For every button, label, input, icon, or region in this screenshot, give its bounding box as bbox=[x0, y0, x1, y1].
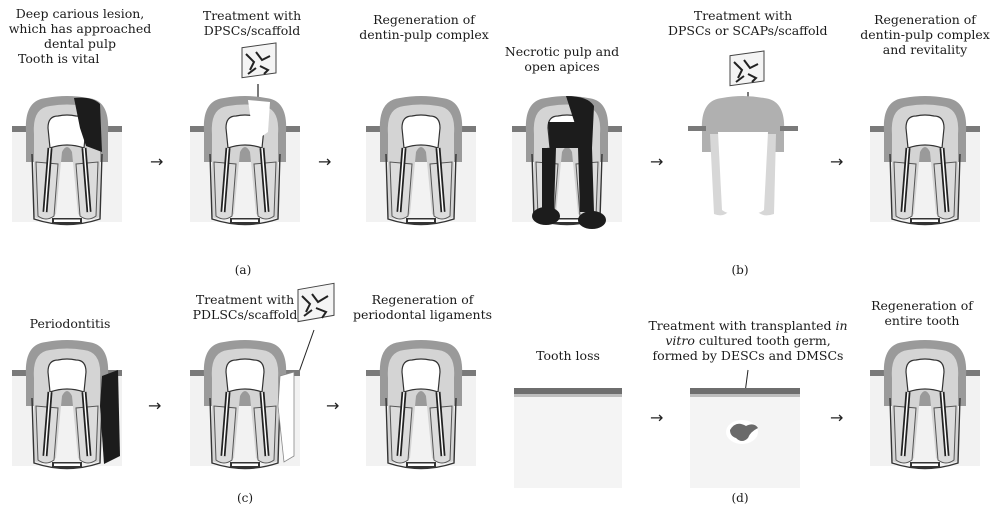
tooth-germ-transplant-illustration bbox=[690, 370, 800, 488]
tooth-regenerated-illustration bbox=[366, 92, 476, 242]
panel-caption-a: (a) bbox=[223, 263, 263, 277]
scaffold-icon bbox=[728, 52, 768, 92]
label-line: entire tooth bbox=[862, 313, 982, 328]
tooth-dpsc-treatment-illustration bbox=[190, 92, 300, 242]
scaffold-icon bbox=[240, 44, 280, 84]
arrow-a2: → bbox=[318, 154, 331, 170]
stage-label-entire-tooth-regeneration: Regeneration of entire tooth bbox=[862, 298, 982, 328]
panel-caption-d: (d) bbox=[720, 491, 760, 505]
label-line: formed by DESCs and DMSCs bbox=[628, 348, 868, 363]
label-text: Treatment with transplanted bbox=[648, 318, 835, 333]
tooth-caries-illustration bbox=[12, 92, 122, 242]
label-line: vitro cultured tooth germ, bbox=[628, 333, 868, 348]
stage-label-necrotic-pulp: Necrotic pulp and open apices bbox=[502, 44, 622, 74]
label-line: which has approached bbox=[5, 21, 155, 36]
stage-label-dentin-pulp-regeneration: Regeneration of dentin-pulp complex bbox=[354, 12, 494, 42]
label-line: Treatment with bbox=[192, 8, 312, 23]
label-text-italic: vitro bbox=[665, 333, 695, 348]
tooth-loss-illustration bbox=[514, 388, 622, 488]
label-line: Treatment with transplanted in bbox=[628, 318, 868, 333]
stage-label-tooth-germ-treatment: Treatment with transplanted in vitro cul… bbox=[628, 318, 868, 363]
label-line: Treatment with bbox=[180, 292, 310, 307]
label-line: and revitality bbox=[855, 42, 995, 57]
label-line: dental pulp bbox=[5, 36, 155, 51]
stage-label-tooth-loss: Tooth loss bbox=[528, 348, 608, 363]
tooth-pdlsc-treatment-illustration bbox=[190, 336, 300, 486]
label-line: Regeneration of bbox=[354, 12, 494, 27]
tooth-necrotic-illustration bbox=[512, 92, 622, 242]
label-text-italic: in bbox=[835, 318, 847, 333]
stage-label-revitality: Regeneration of dentin-pulp complex and … bbox=[855, 12, 995, 57]
label-line: DPSCs or SCAPs/scaffold bbox=[668, 23, 818, 38]
stage-label-dpsc-scap-treatment: Treatment with DPSCs or SCAPs/scaffold bbox=[668, 8, 818, 38]
label-line: Treatment with bbox=[668, 8, 818, 23]
label-line: Regeneration of bbox=[855, 12, 995, 27]
label-line: dentin-pulp complex bbox=[855, 27, 995, 42]
tooth-periodontal-regenerated-illustration bbox=[366, 336, 476, 486]
panel-caption-b: (b) bbox=[720, 263, 760, 277]
arrow-a1: → bbox=[150, 154, 163, 170]
label-line: Regeneration of bbox=[862, 298, 982, 313]
stage-label-caries: Deep carious lesion, which has approache… bbox=[5, 6, 155, 51]
label-text: cultured tooth germ, bbox=[695, 333, 831, 348]
label-line: DPSCs/scaffold bbox=[192, 23, 312, 38]
arrow-c2: → bbox=[326, 398, 339, 414]
label-line: PDLSCs/scaffold bbox=[180, 307, 310, 322]
label-line: open apices bbox=[502, 59, 622, 74]
tooth-entire-regenerated-illustration bbox=[870, 336, 980, 486]
scaffold-icon bbox=[296, 284, 340, 330]
tooth-revitalized-illustration bbox=[870, 92, 980, 242]
label-line: Necrotic pulp and bbox=[502, 44, 622, 59]
stage-label-periodontitis: Periodontitis bbox=[20, 316, 120, 331]
label-tooth-vital: Tooth is vital bbox=[18, 51, 99, 66]
tooth-open-apex-treatment-illustration bbox=[688, 92, 798, 242]
arrow-c1: → bbox=[148, 398, 161, 414]
stage-label-pdlsc-treatment: Treatment with PDLSCs/scaffold bbox=[180, 292, 310, 322]
label-line: dentin-pulp complex bbox=[354, 27, 494, 42]
arrow-d2: → bbox=[830, 410, 843, 426]
stage-label-dpsc-treatment: Treatment with DPSCs/scaffold bbox=[192, 8, 312, 38]
label-line: Deep carious lesion, bbox=[5, 6, 155, 21]
arrow-b2: → bbox=[830, 154, 843, 170]
label-line: Regeneration of bbox=[350, 292, 495, 307]
panel-caption-c: (c) bbox=[225, 491, 265, 505]
label-line: periodontal ligaments bbox=[350, 307, 495, 322]
stage-label-periodontal-regeneration: Regeneration of periodontal ligaments bbox=[350, 292, 495, 322]
arrow-d1: → bbox=[650, 410, 663, 426]
tooth-periodontitis-illustration bbox=[12, 336, 122, 486]
arrow-b1: → bbox=[650, 154, 663, 170]
